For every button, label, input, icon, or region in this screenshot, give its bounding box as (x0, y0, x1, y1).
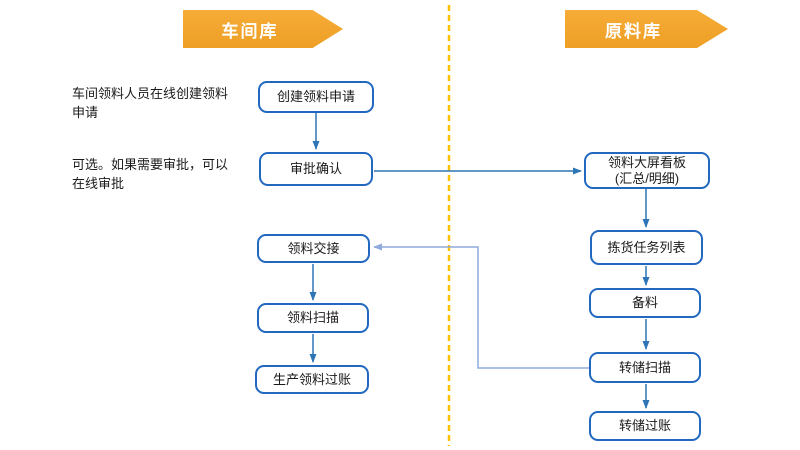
node-picking-task-list-label: 拣货任务列表 (607, 239, 686, 255)
node-material-handover-label: 领料交接 (287, 240, 340, 256)
node-production-issue-post-label: 生产领料过账 (272, 371, 351, 387)
node-transfer-post-label: 转储过账 (618, 418, 671, 433)
lane-banner-workshop-label: 车间库 (221, 21, 279, 41)
node-picking-task-list: 拣货任务列表 (590, 230, 703, 265)
node-material-scan-label: 领料扫描 (286, 310, 339, 325)
node-transfer-post: 转储过账 (589, 411, 701, 441)
lane-banner-raw-material: 原料库 (565, 10, 728, 48)
node-prepare-material: 备料 (589, 288, 701, 318)
node-approve-confirm: 审批确认 (259, 152, 373, 186)
node-material-scan: 领料扫描 (257, 303, 369, 333)
annotation-create-note: 车间领料人员在线创建领料申请 (72, 86, 229, 120)
node-prepare-material-label: 备料 (631, 295, 658, 310)
annotation-approval-note: 可选。如果需要审批，可以在线审批 (72, 157, 229, 191)
node-production-issue-post: 生产领料过账 (255, 365, 369, 394)
node-create-material-request-label: 创建领料申请 (276, 89, 355, 104)
lane-banner-workshop: 车间库 (183, 10, 343, 48)
node-approve-confirm-label: 审批确认 (289, 161, 342, 176)
node-material-dashboard-line2: (汇总/明细) (614, 170, 680, 186)
node-transfer-scan: 转储扫描 (589, 352, 701, 383)
node-material-dashboard-line1: 领料大屏看板 (607, 154, 686, 170)
node-material-dashboard: 领料大屏看板 (汇总/明细) (584, 152, 710, 189)
lane-banner-raw-material-label: 原料库 (605, 21, 662, 41)
node-transfer-scan-label: 转储扫描 (618, 359, 671, 375)
connector-transferscan-to-handover (373, 243, 589, 369)
node-material-handover: 领料交接 (257, 234, 370, 263)
node-create-material-request: 创建领料申请 (258, 81, 374, 113)
